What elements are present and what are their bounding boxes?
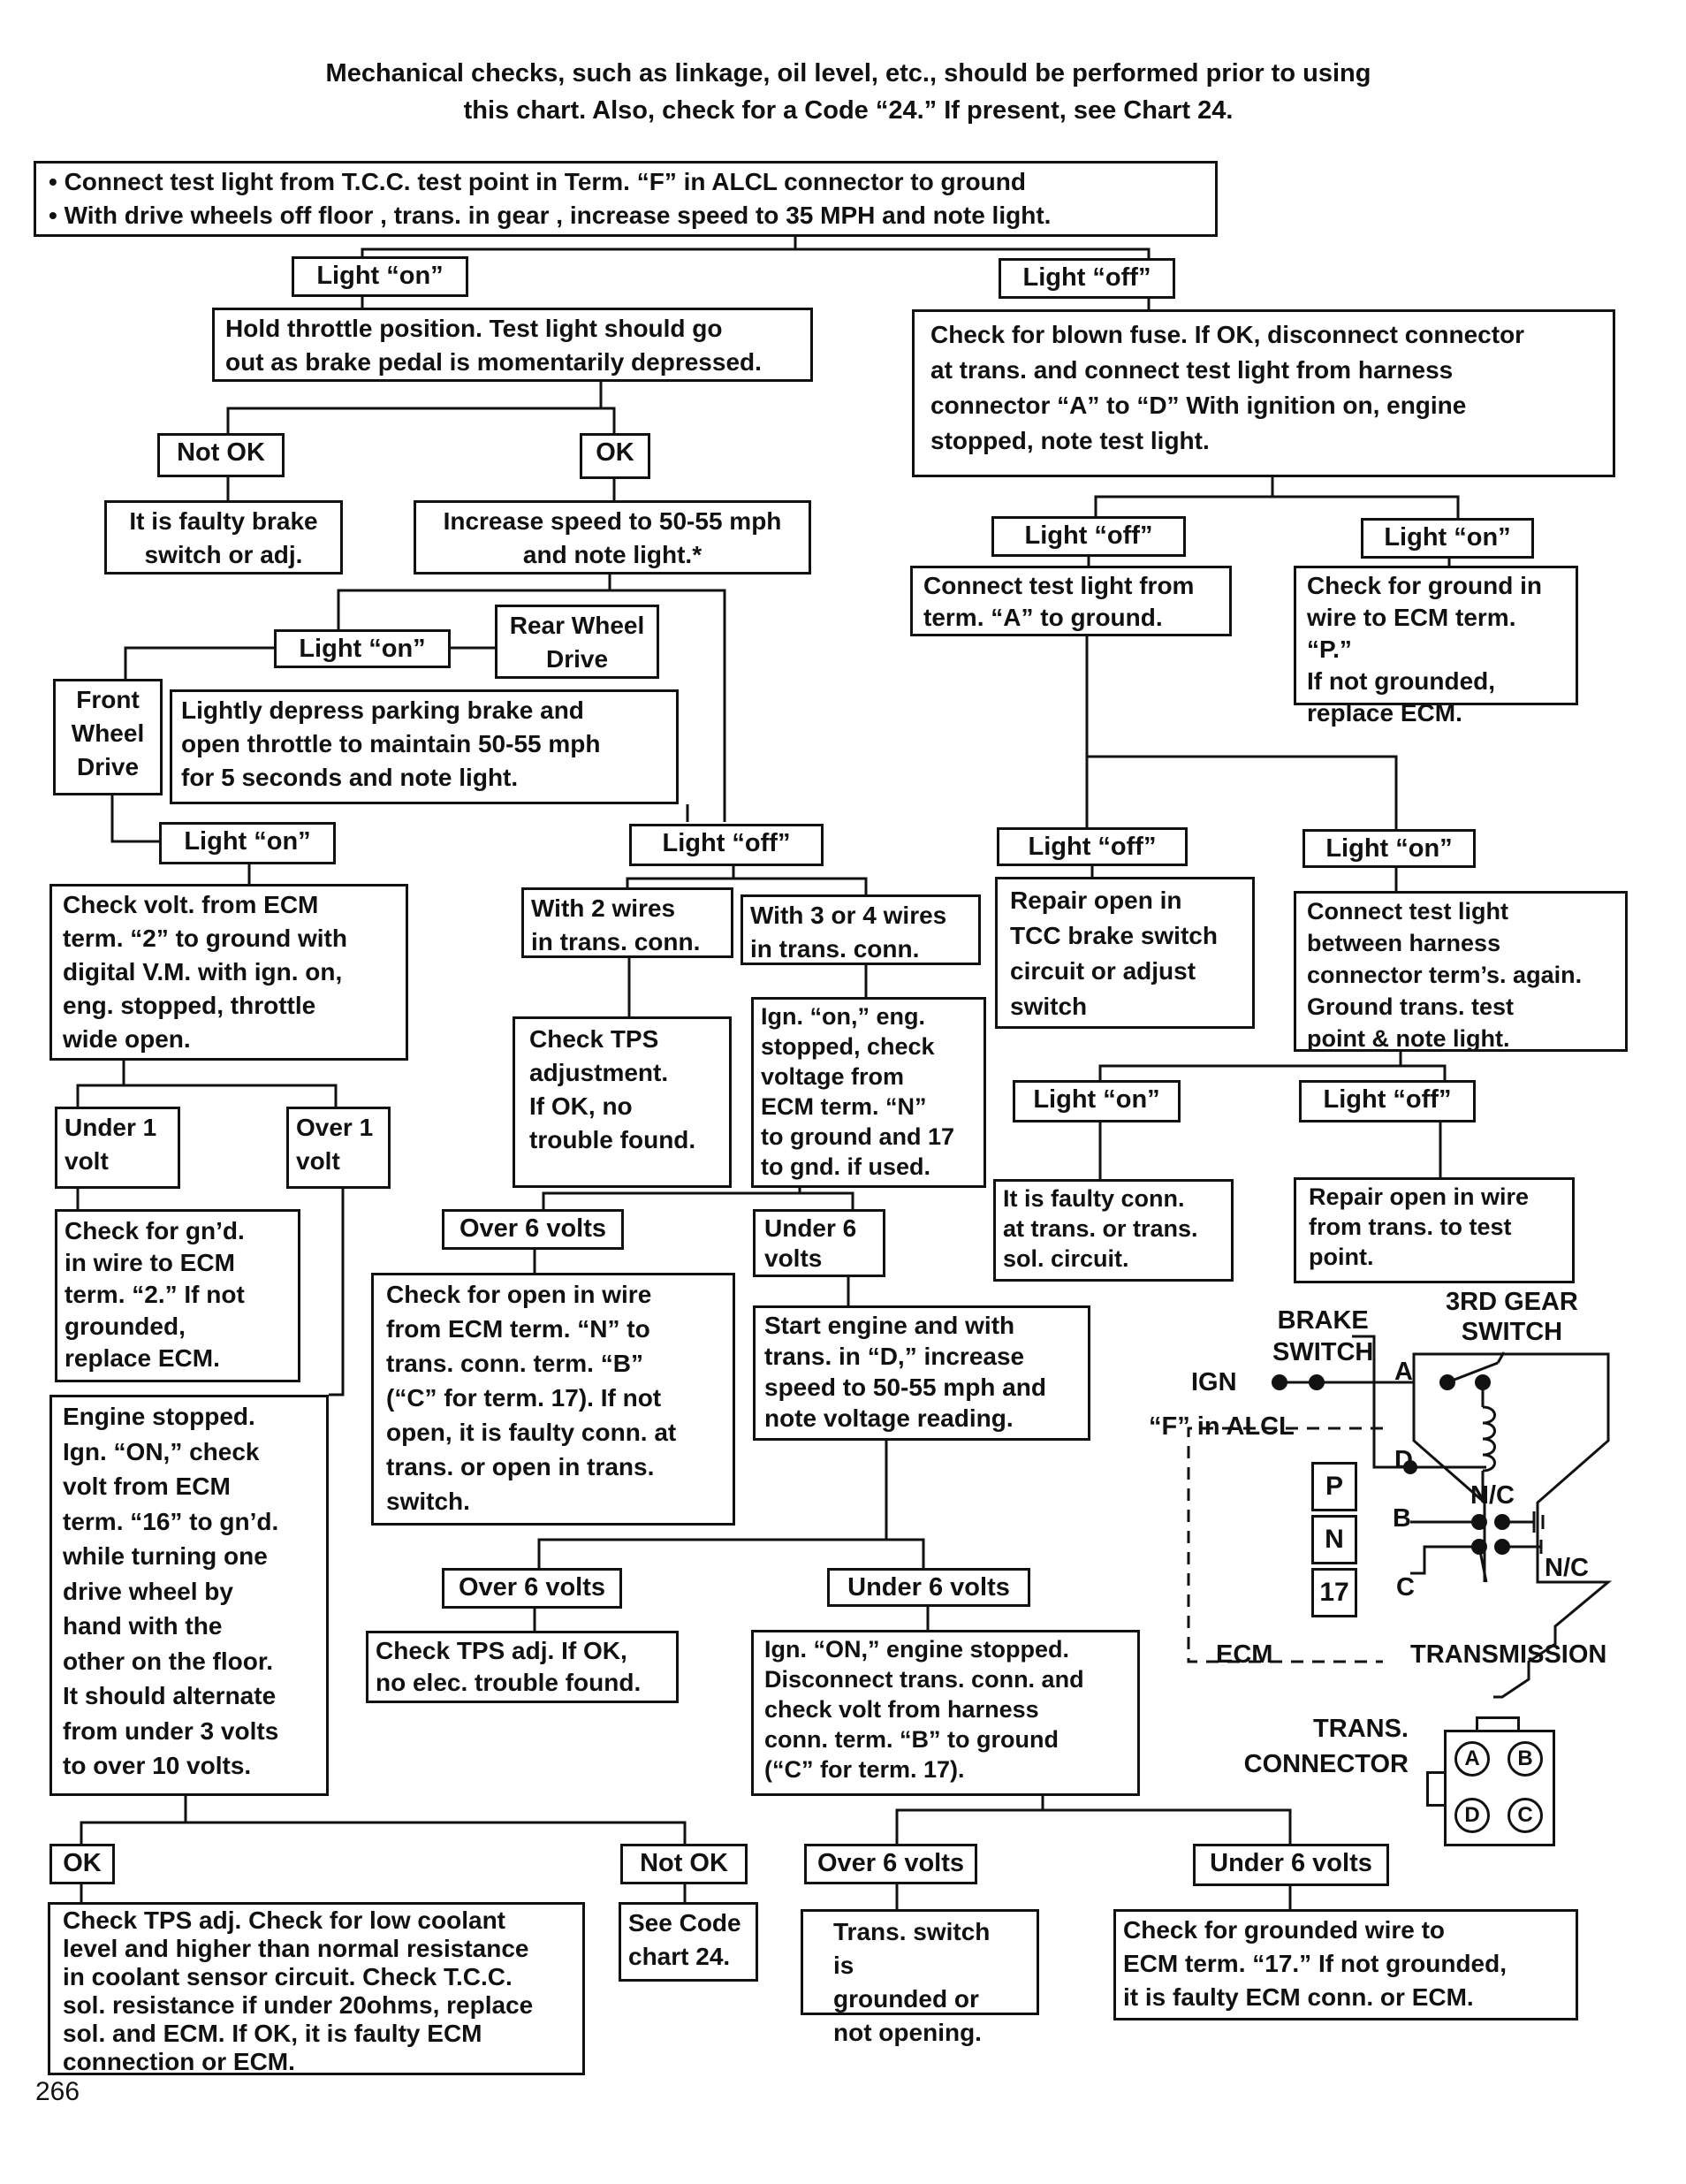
light-on-label-right-3: Light “on” xyxy=(1013,1080,1181,1122)
over6-label-1: Over 6 volts xyxy=(442,1209,624,1250)
light-off-label: Light “off” xyxy=(999,258,1175,299)
check-tps-adj-box: Check TPS adjustment. If OK, no trouble … xyxy=(513,1016,732,1188)
not-ok-label-lower: Not OK xyxy=(620,1844,748,1884)
check-ground-p-box: Check for ground in wire to ECM term. “P… xyxy=(1294,566,1578,727)
see-code24-box: See Code chart 24. xyxy=(619,1902,758,1982)
check-volt-ecm2-box: Check volt. from ECM term. “2” to ground… xyxy=(49,884,408,1061)
connector-pin-b: B xyxy=(1508,1741,1543,1777)
increase-speed-box: Increase speed to 50-55 mph and note lig… xyxy=(414,500,811,575)
light-off-label-mid: Light “off” xyxy=(629,824,824,866)
brake-switch-label: BRAKE SWITCH xyxy=(1272,1306,1374,1366)
page-number: 266 xyxy=(35,2077,80,2106)
wire-b-label: B xyxy=(1393,1504,1411,1533)
start-engine-box: Start engine and with trans. in “D,” inc… xyxy=(753,1305,1090,1441)
under6-label-2: Under 6 volts xyxy=(827,1568,1030,1607)
ign-label: IGN xyxy=(1191,1368,1237,1396)
faulty-conn-box: It is faulty conn. at trans. or trans. s… xyxy=(993,1179,1234,1282)
ecm-pin-p: P xyxy=(1311,1462,1357,1511)
parking-brake-box: Lightly depress parking brake and open t… xyxy=(170,689,679,804)
f-in-alcl-label: “F” in ALCL xyxy=(1149,1412,1295,1441)
check-blown-fuse-box: Check for blown fuse. If OK, disconnect … xyxy=(912,309,1615,477)
ign-on-n-box: Ign. “on,” eng. stopped, check voltage f… xyxy=(751,997,986,1188)
third-gear-switch-label: 3RD GEAR SWITCH xyxy=(1446,1288,1578,1346)
trans-connector-label: TRANS. CONNECTOR xyxy=(1243,1715,1409,1778)
ecm-pin-n: N xyxy=(1311,1515,1357,1564)
ok-label: OK xyxy=(580,433,650,479)
trans-switch-grounded-box: Trans. switch is grounded or not opening… xyxy=(801,1909,1039,2046)
nc-label-2: N/C xyxy=(1545,1554,1589,1582)
start-box: • Connect test light from T.C.C. test po… xyxy=(34,161,1218,237)
trans-connector-symbol: A B D C xyxy=(1426,1716,1559,1849)
light-on-label-upper: Light “on” xyxy=(274,629,451,668)
under6-box-1: Under 6 volts xyxy=(753,1209,885,1277)
under6-label-3: Under 6 volts xyxy=(1193,1844,1389,1886)
ign-on-disconnect-box: Ign. “ON,” engine stopped. Disconnect tr… xyxy=(751,1630,1140,1796)
faulty-brake-box: It is faulty brake switch or adj. xyxy=(104,500,343,575)
repair-tcc-box: Repair open in TCC brake switch circuit … xyxy=(995,877,1255,1029)
check-grounded-17-box: Check for grounded wire to ECM term. “17… xyxy=(1113,1909,1578,2020)
connector-body xyxy=(1444,1730,1555,1846)
two-wires-box: With 2 wires in trans. conn. xyxy=(521,887,733,958)
engine-stopped-16-box: Engine stopped. Ign. “ON,” check volt fr… xyxy=(49,1395,329,1796)
ok-label-lower: OK xyxy=(49,1844,115,1884)
over1-box: Over 1 volt xyxy=(286,1107,391,1189)
repair-open-wire-box: Repair open in wire from trans. to test … xyxy=(1294,1177,1575,1283)
over6-label-3: Over 6 volts xyxy=(804,1844,977,1884)
check-gnd-ecm2-box: Check for gn’d. in wire to ECM term. “2.… xyxy=(55,1209,300,1382)
light-on-label-right: Light “on” xyxy=(1361,518,1534,559)
light-off-label-right-3: Light “off” xyxy=(1299,1080,1476,1122)
light-on-label: Light “on” xyxy=(292,256,468,297)
intro-note: Mechanical checks, such as linkage, oil … xyxy=(325,59,1371,125)
transmission-label: TRANSMISSION xyxy=(1410,1640,1607,1669)
check-tps-coolant-box: Check TPS adj. Check for low coolant lev… xyxy=(48,1902,585,2075)
connector-pin-a: A xyxy=(1454,1741,1490,1777)
connector-tab xyxy=(1476,1716,1520,1732)
light-on-label-lower: Light “on” xyxy=(159,822,336,864)
front-wheel-box: Front Wheel Drive xyxy=(53,679,163,795)
check-tps-no-elec-box: Check TPS adj. If OK, no elec. trouble f… xyxy=(366,1631,679,1703)
check-open-n-box: Check for open in wire from ECM term. “N… xyxy=(371,1273,735,1526)
light-off-label-right-2: Light “off” xyxy=(997,827,1188,866)
connector-pin-c: C xyxy=(1508,1798,1543,1833)
under1-box: Under 1 volt xyxy=(55,1107,180,1189)
connector-pin-d: D xyxy=(1454,1798,1490,1833)
connector-side-tab xyxy=(1426,1771,1444,1807)
wire-d-label: D xyxy=(1394,1446,1413,1474)
hold-throttle-box: Hold throttle position. Test light shoul… xyxy=(212,308,813,382)
over6-label-2: Over 6 volts xyxy=(442,1568,622,1609)
ecm-pin-17: 17 xyxy=(1311,1568,1357,1617)
wire-a-label: A xyxy=(1394,1358,1413,1386)
light-on-label-right-2: Light “on” xyxy=(1302,829,1476,868)
tcc-circuit-schematic xyxy=(1187,1335,1613,1699)
light-off-label-right: Light “off” xyxy=(991,516,1186,557)
not-ok-label: Not OK xyxy=(157,433,285,477)
connect-harness-box: Connect test light between harness conne… xyxy=(1294,891,1628,1052)
three-four-wires-box: With 3 or 4 wires in trans. conn. xyxy=(740,894,981,965)
wire-c-label: C xyxy=(1396,1573,1415,1602)
connect-a-ground-box: Connect test light from term. “A” to gro… xyxy=(910,566,1232,636)
ecm-label: ECM xyxy=(1216,1640,1273,1669)
nc-label-1: N/C xyxy=(1470,1481,1515,1510)
rear-wheel-box: Rear Wheel Drive xyxy=(495,605,659,679)
